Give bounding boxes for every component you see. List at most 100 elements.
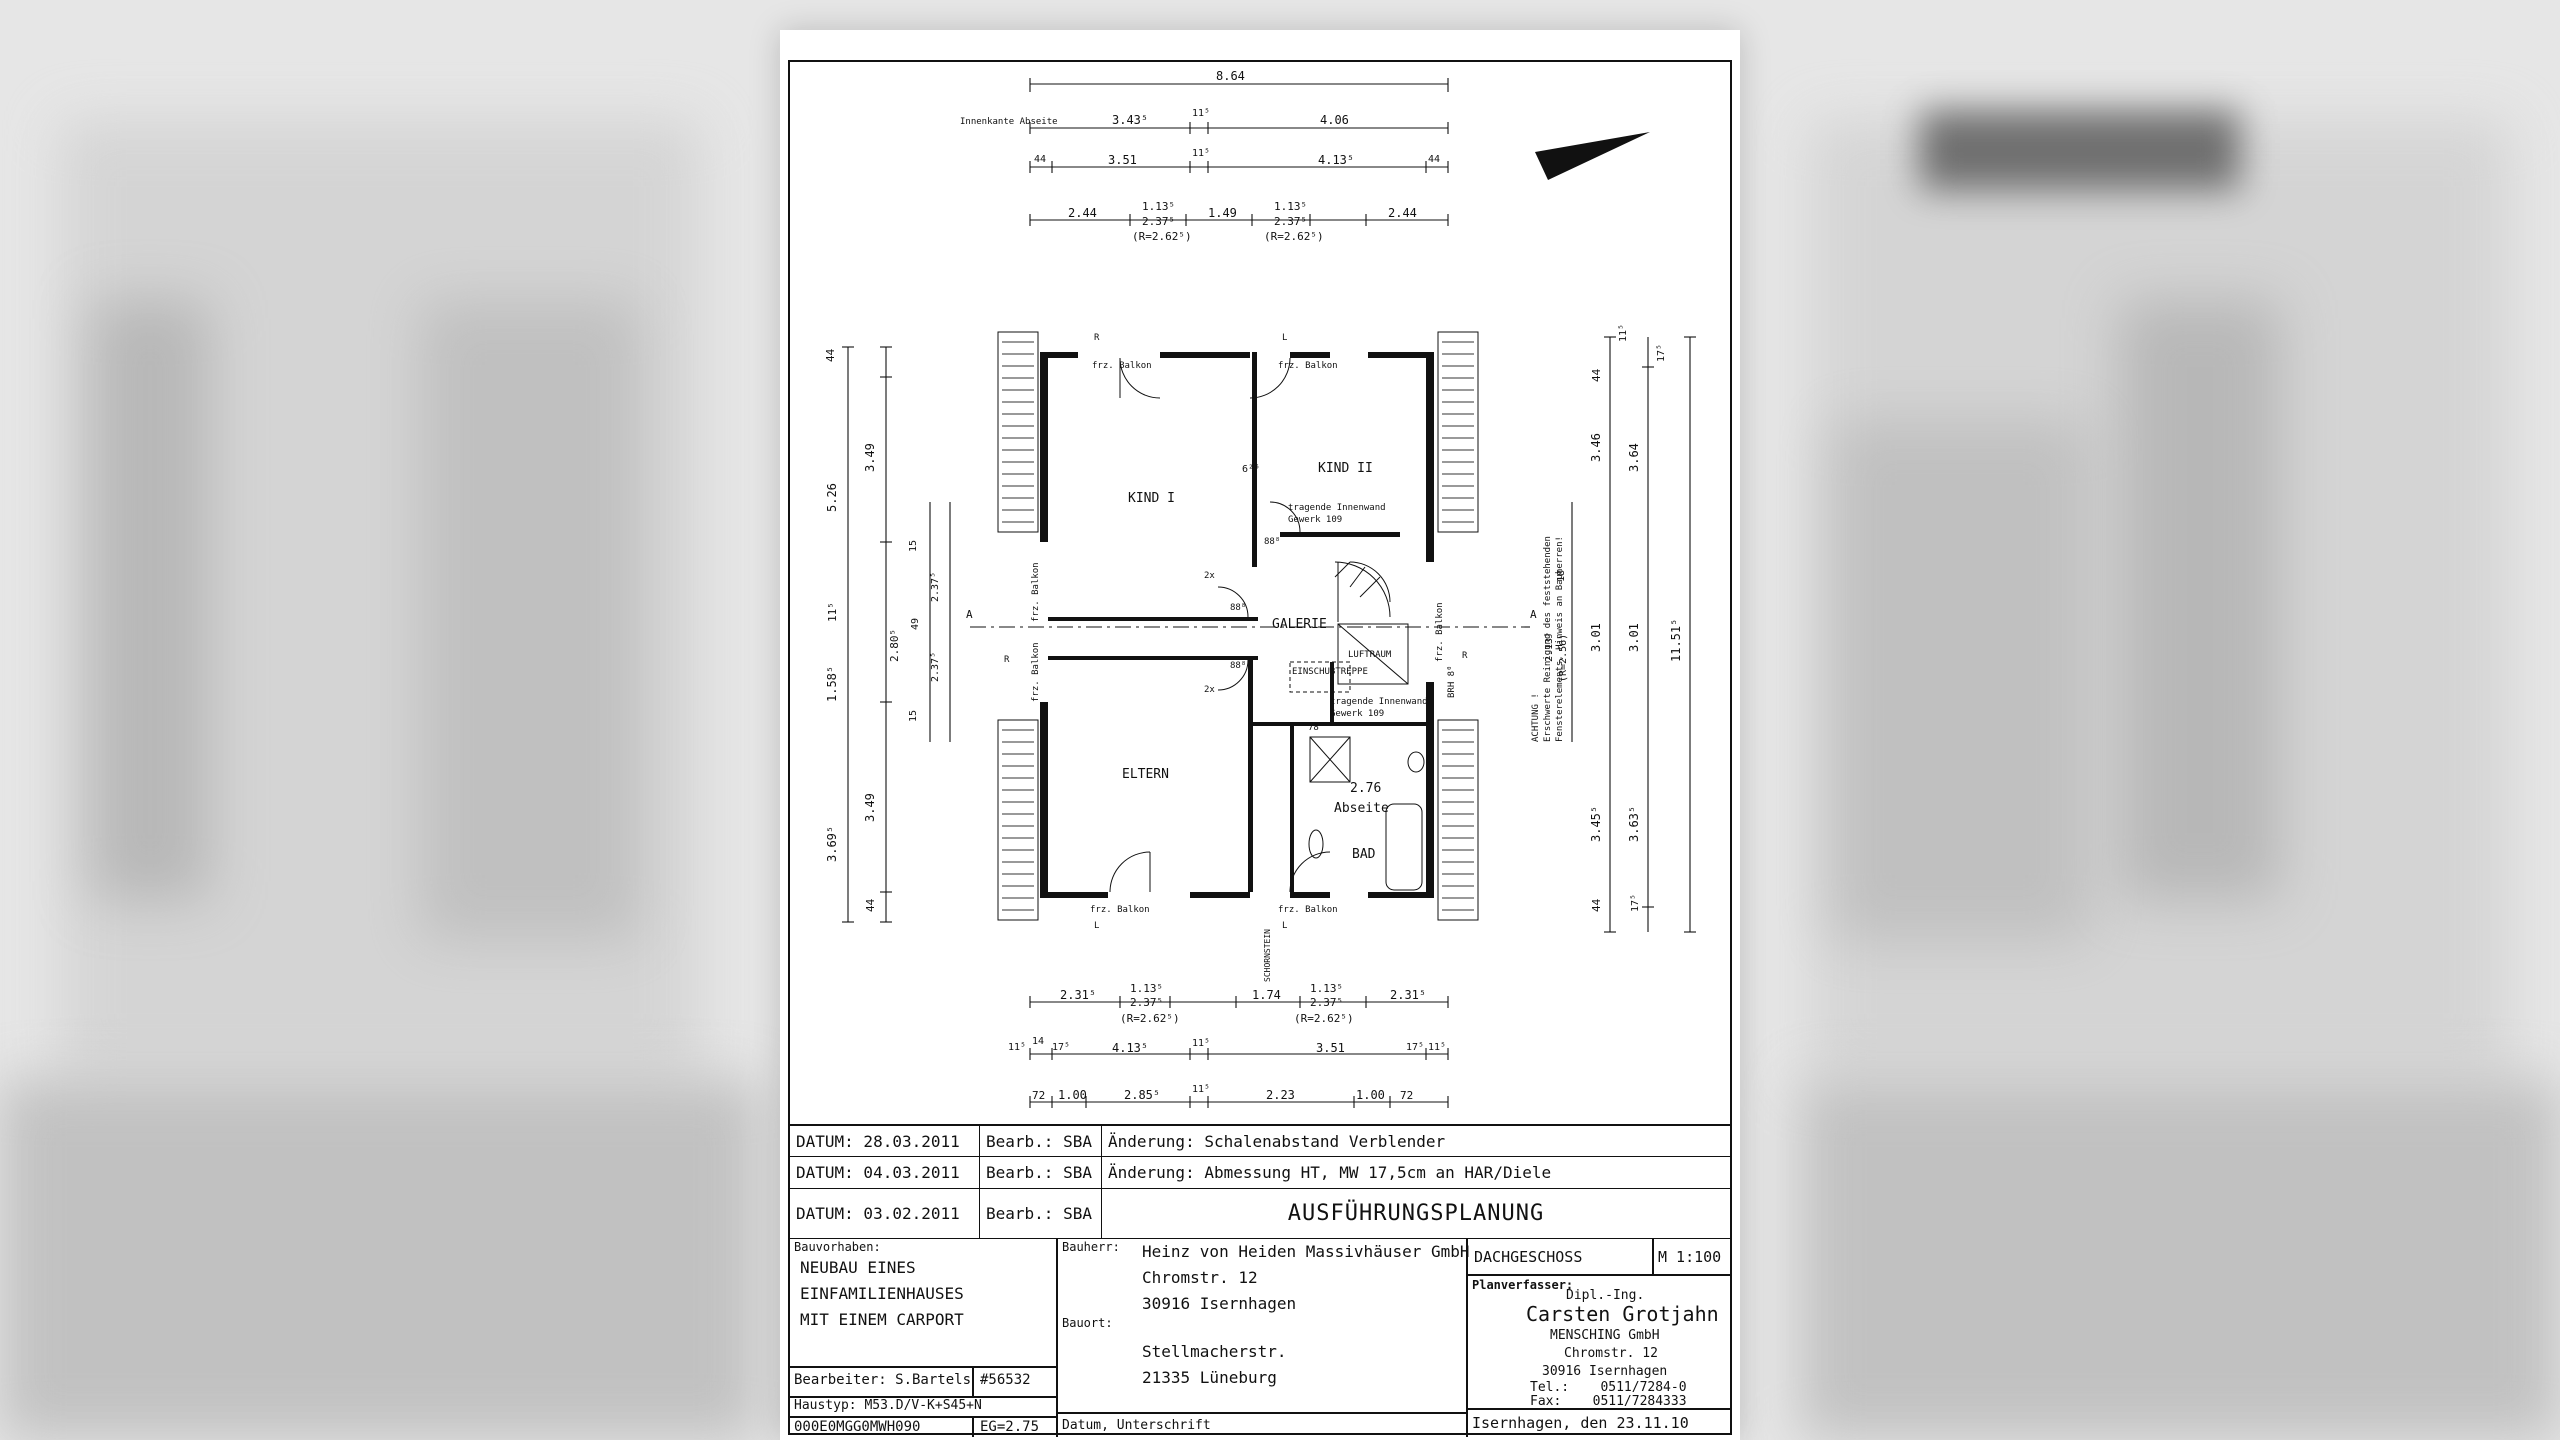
dim-label: 4.13⁵ xyxy=(1318,153,1354,167)
section-label-a: A xyxy=(966,608,973,621)
bauvorhaben-line: EINFAMILIENHAUSES xyxy=(800,1284,964,1303)
bauvorhaben-label: Bauvorhaben: xyxy=(794,1240,881,1254)
dim-label: 2.31⁵ xyxy=(1060,988,1096,1002)
dim-label: 3.45⁵ xyxy=(1589,806,1603,842)
dim-label: 3.49 xyxy=(863,793,877,822)
plan-code: 000E0MGG0MWH090 xyxy=(794,1419,921,1435)
dim-label: 2.37⁵ xyxy=(1310,996,1343,1009)
room-label-kind2: KIND II xyxy=(1318,461,1373,476)
note-tragende-innenwand: tragende Innenwand xyxy=(1330,697,1428,707)
dim-label: 3.49 xyxy=(863,443,877,472)
bauherr-label: Bauherr: xyxy=(1062,1240,1120,1254)
project-number: #56532 xyxy=(980,1372,1031,1388)
dim-label: 88⁸ xyxy=(1230,661,1246,671)
dim-label: 11⁵ xyxy=(1192,148,1210,159)
einschubtreppe-hatch xyxy=(1289,661,1351,693)
note-achtung-line2: Erschwerte Reinigung des feststehenden xyxy=(1543,536,1553,742)
north-arrow-icon xyxy=(1535,132,1650,180)
revision-row: DATUM: 04.03.2011 Bearb.: SBA Änderung: … xyxy=(790,1156,1730,1189)
dormer-right-bottom xyxy=(1437,719,1479,921)
dim-label: 49 xyxy=(910,618,921,630)
revision-row: DATUM: 28.03.2011 Bearb.: SBA Änderung: … xyxy=(790,1126,1730,1157)
dormer-left-top xyxy=(997,331,1039,533)
dim-label: 3.01 xyxy=(1589,623,1603,652)
label-r: R xyxy=(1004,655,1010,665)
planverfasser-line: Dipl.-Ing. xyxy=(1566,1288,1645,1303)
dim-label: 1.74 xyxy=(1252,988,1281,1002)
balkon-label: frz. Balkon xyxy=(1092,361,1152,371)
dim-label: 44 xyxy=(824,348,837,362)
dim-label: 2x xyxy=(1204,685,1215,695)
label-brh: BRH 8⁰ xyxy=(1447,665,1457,698)
bauvorhaben-line: MIT EINEM CARPORT xyxy=(800,1310,964,1329)
balkon-label: frz. Balkon xyxy=(1090,905,1150,915)
note-gewerk: Gewerk 109 xyxy=(1288,515,1342,525)
dim-label: 1.13⁵ xyxy=(1310,982,1343,995)
dim-label: 5.26 xyxy=(825,483,839,512)
innenkante-label: Innenkante Abseite xyxy=(960,117,1058,127)
left-dimension-lines xyxy=(842,346,951,923)
dim-label: 4.13⁵ xyxy=(1112,1041,1148,1055)
room-label-bad: BAD xyxy=(1352,847,1376,862)
dormer-left-bottom xyxy=(997,719,1039,921)
drawing-sheet: 8.64 Innenkante Abseite 3.43⁵ 11⁵ 4.06 4… xyxy=(780,30,1740,1440)
dim-label: 17⁵ xyxy=(1052,1042,1070,1053)
dim-label: 4.06 xyxy=(1320,113,1349,127)
dim-label: 72 xyxy=(1032,1089,1045,1102)
dim-label: 3.01 xyxy=(1627,623,1641,652)
room-label-abseite: Abseite xyxy=(1334,801,1389,816)
revision-text: Änderung: Schalenabstand Verblender xyxy=(1108,1131,1446,1151)
dim-label: 1.58⁵ xyxy=(825,666,839,702)
geschoss: DACHGESCHOSS xyxy=(1474,1248,1583,1266)
dim-label: 1.49 xyxy=(1208,206,1237,220)
title-block: DATUM: 28.03.2011 Bearb.: SBA Änderung: … xyxy=(790,1124,1730,1437)
label-l: L xyxy=(1282,921,1287,931)
dim-label: 1.13⁵ xyxy=(1130,982,1163,995)
planverfasser-fax: Fax: 0511/7284333 xyxy=(1530,1394,1687,1409)
bottom-dimension-lines xyxy=(1029,996,1449,1108)
dim-label: 15 xyxy=(908,710,919,722)
dim-label: 15 xyxy=(908,540,919,552)
planverfasser-tel: Tel.: 0511/7284-0 xyxy=(1530,1380,1687,1395)
project-info: Bauvorhaben: NEUBAU EINES EINFAMILIENHAU… xyxy=(790,1238,1730,1437)
dim-label: (R=2.56) xyxy=(1558,634,1569,682)
dim-label: 2.44 xyxy=(1068,206,1097,220)
revision-editor: Bearb.: SBA xyxy=(980,1156,1102,1188)
dim-label: 11⁵ xyxy=(1008,1042,1026,1053)
label-r: R xyxy=(1462,651,1468,661)
eg-height: EG=2.75 xyxy=(980,1419,1040,1435)
haustyp: Haustyp: M53.D/V-K+S45+N xyxy=(794,1398,982,1413)
note-achtung: ACHTUNG ! xyxy=(1531,693,1541,742)
dim-label: 3.64 xyxy=(1627,443,1641,472)
dim-label: 3.51 xyxy=(1316,1041,1345,1055)
dim-label: 1.00 xyxy=(1356,1088,1385,1102)
dim-label: 11⁵ xyxy=(1192,1084,1210,1095)
bath-fixtures xyxy=(1308,736,1425,891)
label-schornstein: SCHORNSTEIN xyxy=(1263,929,1272,982)
note-gewerk: Gewerk 109 xyxy=(1330,709,1384,719)
dim-label: (R=2.62⁵) xyxy=(1264,230,1324,243)
bauort-label: Bauort: xyxy=(1062,1316,1113,1330)
revision-date: DATUM: 28.03.2011 xyxy=(790,1126,980,1156)
dim-label: 6²⁵ xyxy=(1242,464,1260,475)
label-r: R xyxy=(1094,333,1100,343)
dim-label: 2.13⁵ xyxy=(1544,632,1555,662)
revision-date: DATUM: 04.03.2011 xyxy=(790,1156,980,1188)
bauvorhaben-line: NEUBAU EINES xyxy=(800,1258,916,1277)
dim-label: 1.13⁵ xyxy=(1274,200,1307,213)
revision-date: DATUM: 03.02.2011 xyxy=(790,1188,980,1238)
dim-label: 17⁵ xyxy=(1630,894,1641,912)
dim-label: 18 xyxy=(1556,570,1567,582)
datum-unterschrift: Datum, Unterschrift xyxy=(1062,1418,1211,1433)
dim-label: 2.37⁵ xyxy=(1130,996,1163,1009)
staircase xyxy=(1334,561,1409,685)
dim-label: 88⁸ xyxy=(1230,603,1246,613)
dim-label: 2.37⁵ xyxy=(1274,215,1307,228)
dim-label: (R=2.62⁵) xyxy=(1294,1012,1354,1025)
dim-label: 1.00 xyxy=(1058,1088,1087,1102)
doors xyxy=(1109,357,1331,893)
dim-label: 3.63⁵ xyxy=(1627,806,1641,842)
bauherr-line: 30916 Isernhagen xyxy=(1142,1294,1297,1313)
dim-label: 44 xyxy=(864,898,877,912)
dim-label: 11⁵ xyxy=(1428,1042,1446,1053)
